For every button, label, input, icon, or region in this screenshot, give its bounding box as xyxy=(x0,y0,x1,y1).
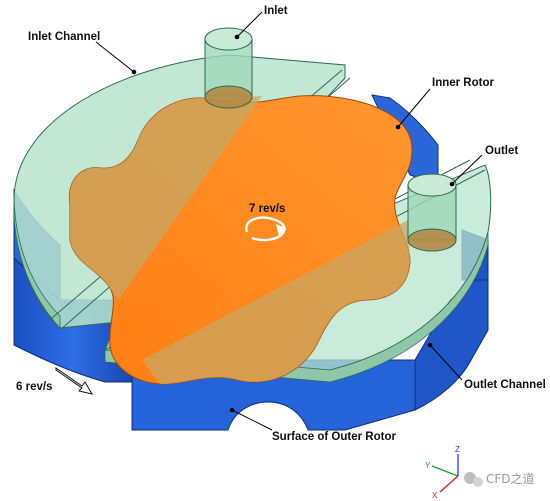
label-inlet: Inlet xyxy=(234,5,288,40)
axis-z-label: Z xyxy=(455,445,460,454)
label-outlet: Outlet xyxy=(449,145,518,187)
outlet-pipe xyxy=(407,173,457,252)
label-surface-outer-rotor: Surface of Outer Rotor xyxy=(229,407,396,443)
label-inlet-channel: Inlet Channel xyxy=(28,31,137,75)
outlet-channel-label: Outlet Channel xyxy=(464,379,546,391)
inner-rotor-label: Inner Rotor xyxy=(432,77,494,89)
rotation-arrow-icon xyxy=(245,216,286,242)
inlet-channel-label: Inlet Channel xyxy=(28,31,100,43)
inner-speed-label: 7 rev/s xyxy=(249,203,285,215)
outer-speed-label: 6 rev/s xyxy=(16,381,52,393)
surface-outer-rotor-label: Surface of Outer Rotor xyxy=(272,431,396,443)
axis-y-label: Y xyxy=(425,461,431,470)
outlet-label: Outlet xyxy=(485,145,518,157)
axis-triad: Y Z X xyxy=(425,445,460,500)
axis-x-label: X xyxy=(432,491,438,500)
wechat-icon xyxy=(464,472,476,484)
watermark: CFD之道 xyxy=(464,472,535,487)
label-outlet-channel: Outlet Channel xyxy=(427,342,546,391)
inlet-pipe xyxy=(204,27,253,109)
outer-rotation-arrow-icon xyxy=(55,367,94,395)
watermark-text: CFD之道 xyxy=(486,472,535,486)
label-inner-rotor: Inner Rotor xyxy=(395,77,494,130)
inner-rotor xyxy=(68,95,413,385)
outer-speed-indicator: 6 rev/s xyxy=(16,367,94,395)
inlet-label: Inlet xyxy=(264,5,288,17)
